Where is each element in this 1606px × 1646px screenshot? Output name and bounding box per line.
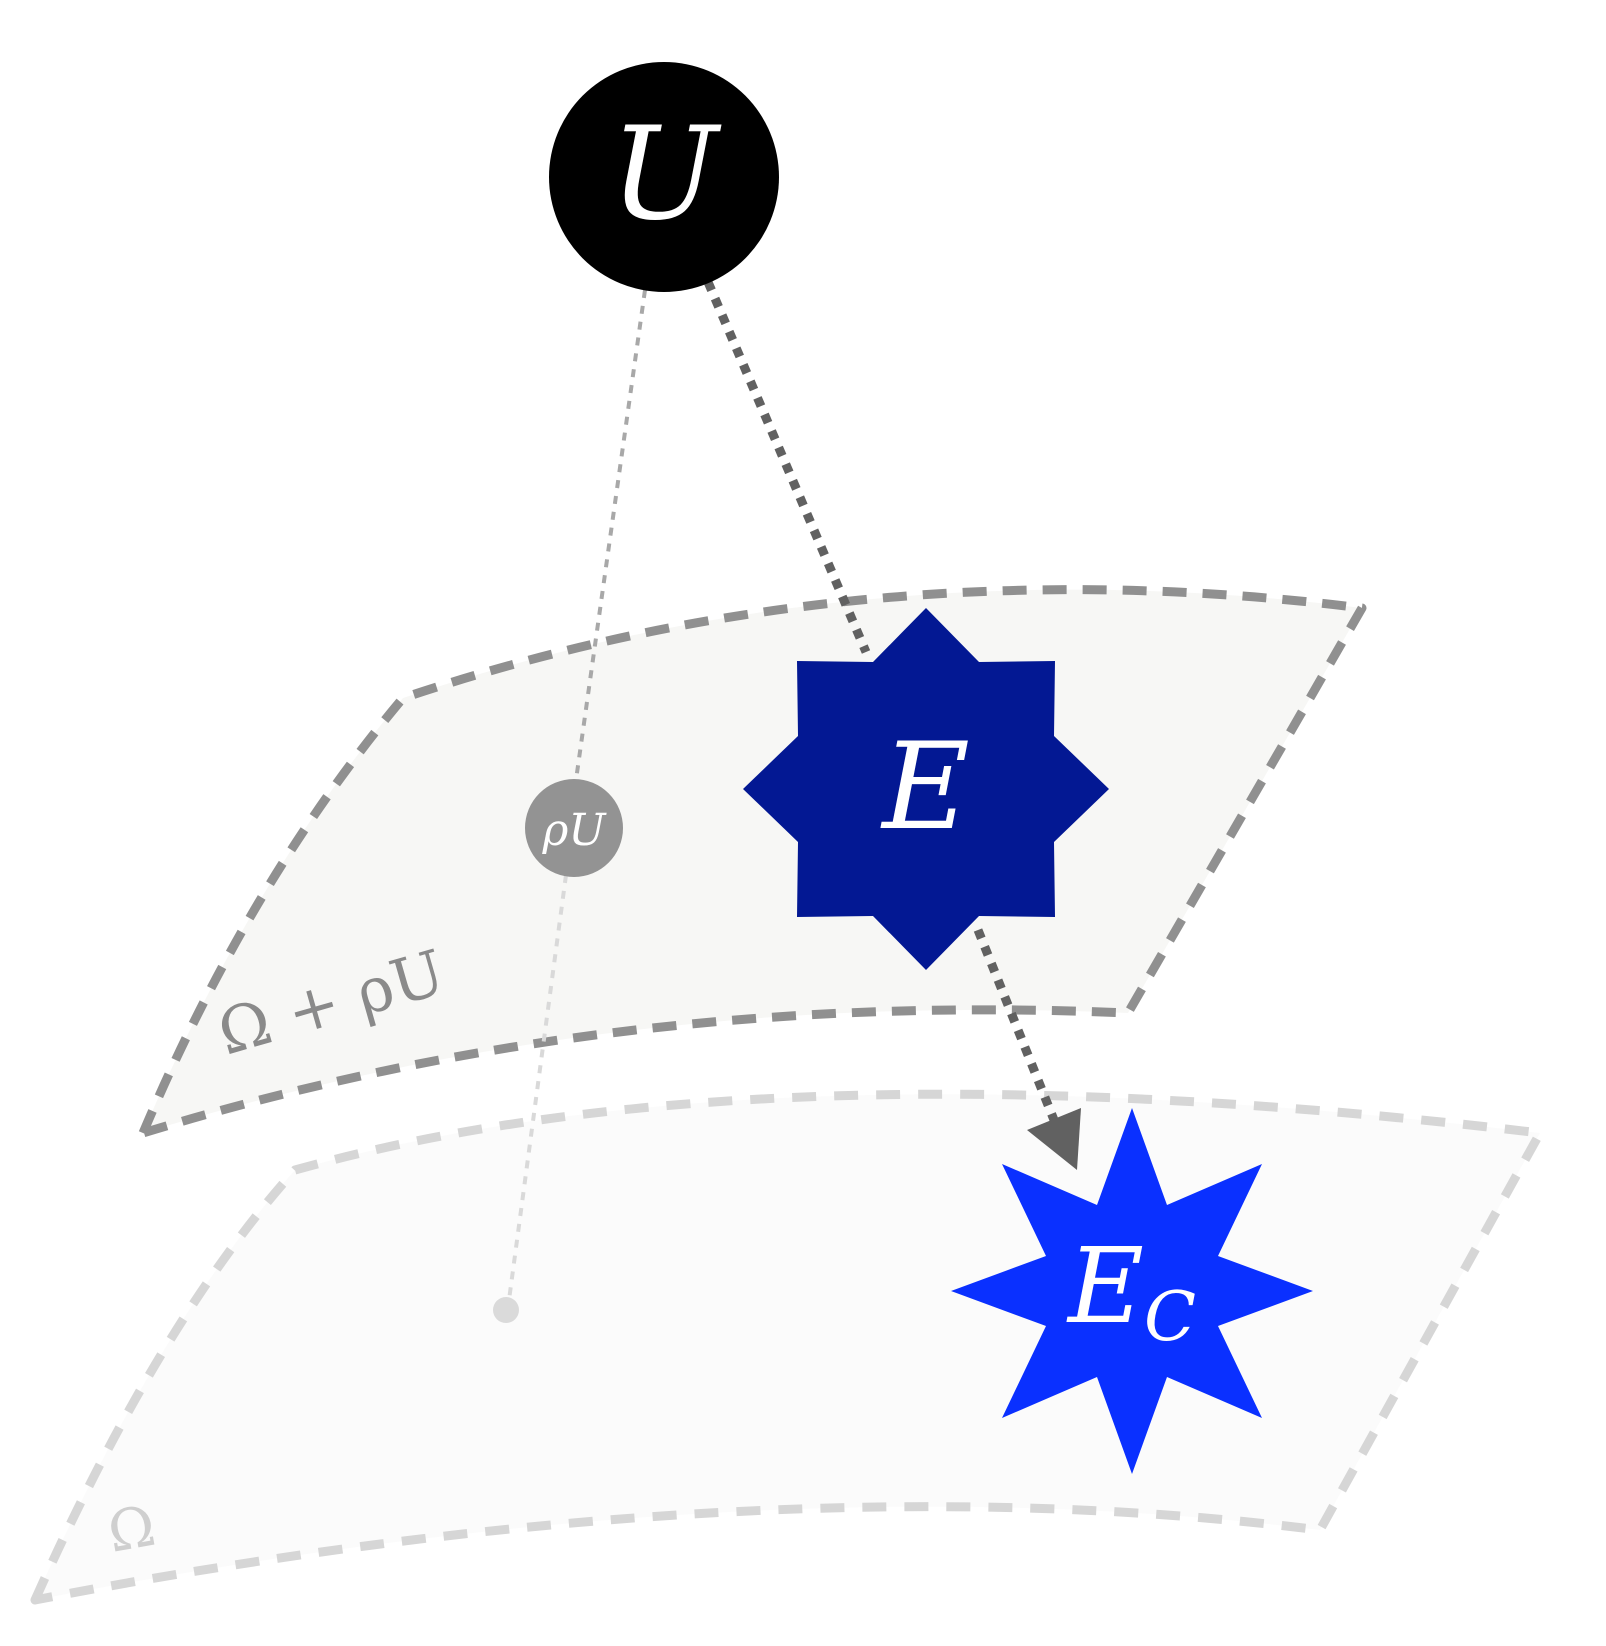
rho-u-node-label: ρU (542, 805, 608, 856)
u-to-e-connector (703, 280, 871, 654)
e-node-label: E (880, 718, 970, 857)
lower-plane-omega (30, 1089, 1545, 1605)
ec-node: EC (951, 1108, 1313, 1474)
ec-main-symbol: E (1066, 1225, 1144, 1347)
upper-plane-omega-plus-rho-u (138, 585, 1367, 1138)
u-node: U (549, 62, 779, 292)
ec-node-label: EC (1066, 1225, 1196, 1357)
e-node: E (743, 608, 1109, 970)
lower-plane-label: Ω (103, 1494, 160, 1566)
e-to-ec-arrow-shaft (973, 928, 1065, 1137)
rho-u-node: ρU (525, 779, 623, 877)
projected-point (493, 1297, 519, 1323)
projection-line-lower (507, 874, 568, 1301)
e-to-ec-arrowhead (1027, 1108, 1081, 1170)
e-star-shape (743, 608, 1109, 970)
projection-line-upper (574, 289, 647, 781)
u-node-label: U (610, 100, 722, 249)
ec-star-shape (951, 1108, 1313, 1474)
ec-subscript: C (1144, 1278, 1196, 1357)
